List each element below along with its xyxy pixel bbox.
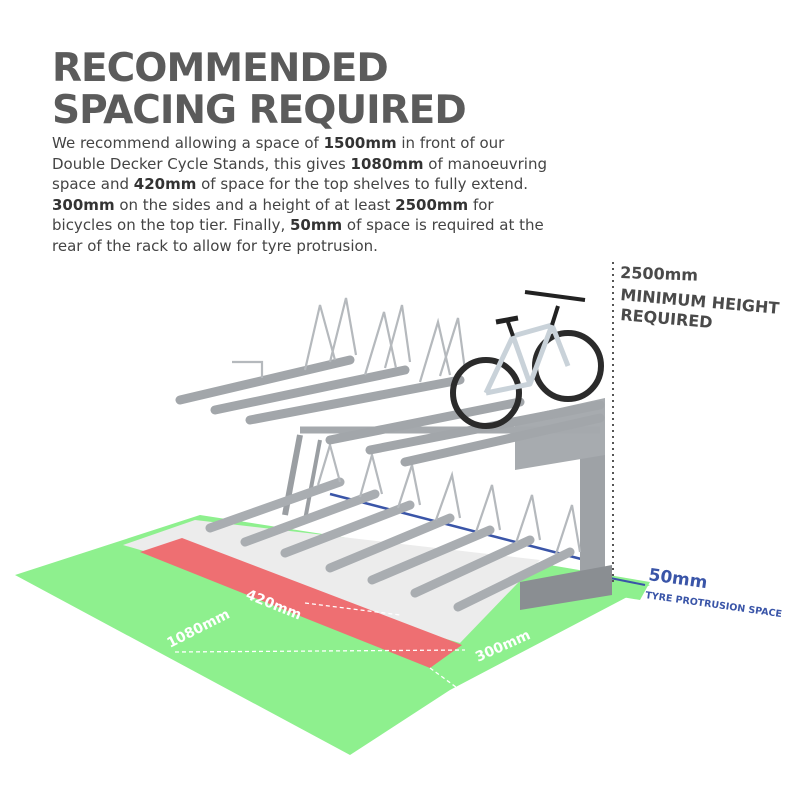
wheel-hoop	[434, 470, 462, 521]
wheel-hoop	[232, 360, 264, 378]
bike-rear-wheel	[450, 357, 522, 429]
height-value-label: 2500mm	[620, 263, 698, 285]
wheel-hoop	[514, 494, 542, 544]
desc-text: We recommend allowing a space of	[52, 134, 324, 152]
desc-text: for bicycles on the top tier. Finally,	[52, 195, 494, 235]
upper-tier	[175, 355, 605, 467]
desc-highlight: 1500mm	[323, 134, 397, 152]
upper-hoops	[232, 297, 467, 383]
upper-shelf	[400, 413, 605, 467]
wheel-hoop	[363, 311, 398, 376]
upper-shelf	[210, 365, 410, 415]
wheel-hoop	[554, 504, 582, 555]
desc-highlight: 1080mm	[350, 154, 424, 173]
bicycle-icon	[450, 290, 604, 429]
description: We recommend allowing a space of 1500mm …	[52, 133, 552, 256]
rack-foot-right	[520, 565, 612, 610]
dimension-guide	[174, 649, 466, 653]
title-line-2: SPACING REQUIRED	[52, 88, 467, 133]
wheel-hoop	[328, 297, 358, 363]
desc-text: of space is required at the rear of the …	[52, 216, 544, 255]
upper-shelf	[245, 375, 465, 425]
wheel-hoop	[383, 304, 412, 369]
rear-tyre-line	[329, 492, 586, 562]
wheel-hoop	[418, 317, 452, 383]
rear-value-label: 50mm	[647, 565, 708, 593]
wheel-hoop	[358, 450, 384, 498]
lower-channel	[240, 489, 380, 547]
lower-channel	[280, 500, 415, 558]
rear-text-label: TYRE PROTRUSION SPACE	[645, 590, 783, 620]
desc-highlight: 50mm	[289, 216, 343, 234]
bike-handlebar	[524, 290, 586, 302]
bike-fork	[550, 305, 560, 326]
desc-highlight: 300mm	[52, 195, 115, 214]
dimension-guide	[304, 602, 401, 616]
lower-channel	[453, 547, 575, 612]
lower-tier	[205, 477, 575, 612]
lower-channel	[367, 525, 495, 585]
bike-frame	[483, 322, 571, 396]
desc-highlight: 2500mm	[395, 195, 469, 214]
red-shelf-extension-zone	[140, 538, 462, 668]
wheel-hoop	[474, 484, 502, 533]
desc-text: on the sides and a height of at least	[114, 195, 396, 214]
rack-strut	[303, 439, 322, 521]
wheel-hoop	[303, 304, 337, 371]
wheel-hoop	[316, 440, 342, 486]
rack-leg-right	[580, 430, 605, 596]
bike-seatpost	[506, 321, 515, 337]
bike-saddle	[495, 315, 519, 325]
page-title: RECOMMENDED SPACING REQUIRED	[52, 46, 467, 133]
lower-channel	[205, 477, 345, 533]
desc-text: of space for the top shelves to fully ex…	[196, 175, 528, 193]
wheel-hoop	[438, 317, 467, 377]
desc-text: of manoeuvring space and	[52, 154, 547, 194]
upper-shelf	[175, 355, 355, 405]
lower-channel	[325, 513, 455, 573]
lower-channel	[410, 535, 535, 598]
title-line-1: RECOMMENDED	[52, 46, 389, 91]
dimension-guide	[429, 667, 461, 691]
desc-text: in front of our Double Decker Cycle Stan…	[52, 134, 505, 173]
upper-shelf	[325, 397, 525, 445]
desc-highlight: 420mm	[133, 175, 197, 193]
